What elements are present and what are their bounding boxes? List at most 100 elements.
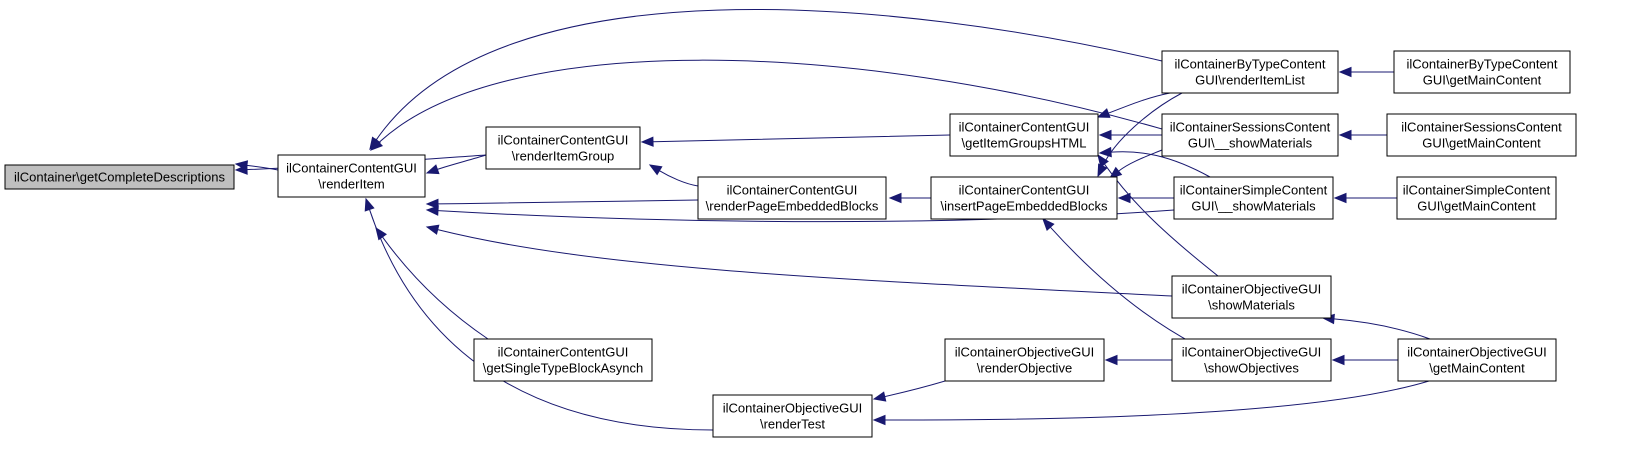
edge-arrowhead: [1338, 129, 1352, 141]
node-label-line: \renderPageEmbeddedBlocks: [706, 199, 879, 214]
node-label-line: ilContainerSimpleContent: [1180, 183, 1328, 198]
node-label-line: ilContainerContentGUI: [959, 183, 1090, 198]
edge-objectiveGetMainContent-to-objectiveShowMaterials: [1321, 313, 1431, 340]
node-getSingleTypeBlockAsynch[interactable]: ilContainerContentGUI\getSingleTypeBlock…: [473, 338, 653, 382]
node-box: [1171, 275, 1332, 319]
nodes-layer: ilContainer\getCompleteDescriptions ilCon…: [4, 50, 1577, 438]
edge-objectiveGetMainContent-to-renderTest: [872, 380, 1430, 426]
node-label-line: ilContainerSessionsContent: [1401, 120, 1562, 135]
edge-renderItemGroup-to-renderItem: [425, 154, 487, 175]
edge-byTypeRenderItemList-to-insertPageEmbeddedBlocks: [1097, 92, 1183, 178]
edge-arrowhead: [1108, 166, 1123, 179]
edge-arrowhead: [1097, 163, 1108, 178]
edge-sessionsShowMaterials-to-insertPageEmbeddedBlocks: [1108, 149, 1163, 179]
node-label-line: ilContainerByTypeContent: [1406, 57, 1557, 72]
edge-arrowhead: [1096, 108, 1111, 118]
node-renderPageEmbeddedBlocks[interactable]: ilContainerContentGUI\renderPageEmbedded…: [697, 176, 887, 220]
edge-arrowhead: [648, 164, 663, 176]
node-label-line: GUI\getMainContent: [1417, 199, 1536, 214]
node-label-line: ilContainerContentGUI: [498, 133, 629, 148]
node-label-line: GUI\__showMaterials: [1188, 136, 1313, 151]
edge-getItemGroupsHTML-to-renderItemGroup: [640, 134, 951, 147]
edge-byTypeRenderItemList-to-getItemGroupsHTML: [1096, 92, 1171, 118]
node-label-line: GUI\getMainContent: [1422, 136, 1541, 151]
edge-arrowhead: [1104, 354, 1118, 366]
node-objectiveShowMaterials[interactable]: ilContainerObjectiveGUI\showMaterials: [1171, 275, 1332, 319]
edge-renderObjective-to-renderTest: [872, 380, 946, 402]
node-label-line: \renderObjective: [977, 361, 1072, 376]
edge-arrowhead: [640, 136, 654, 147]
edge-arrowhead: [364, 197, 375, 212]
node-box: [712, 394, 873, 438]
node-label-line: ilContainerSessionsContent: [1170, 120, 1331, 135]
node-label-line: ilContainerObjectiveGUI: [955, 345, 1094, 360]
node-label-line: \showObjectives: [1204, 361, 1299, 376]
edge-arrowhead: [375, 226, 387, 241]
node-label-line: GUI\__showMaterials: [1191, 199, 1316, 214]
node-label-line: ilContainer\getCompleteDescriptions: [14, 170, 225, 185]
node-byTypeGetMainContent[interactable]: ilContainerByTypeContentGUI\getMainConte…: [1393, 50, 1571, 94]
node-label-line: \renderItem: [318, 177, 384, 192]
edge-getSingleTypeBlockAsynch-to-renderItem: [375, 226, 489, 340]
node-label-line: \renderTest: [760, 417, 825, 432]
node-insertPageEmbeddedBlocks[interactable]: ilContainerContentGUI\insertPageEmbedded…: [930, 176, 1118, 220]
node-box: [1161, 50, 1339, 94]
node-sessionsGetMainContent[interactable]: ilContainerSessionsContentGUI\getMainCon…: [1386, 113, 1577, 157]
node-label-line: \insertPageEmbeddedBlocks: [941, 199, 1108, 214]
node-box: [1386, 113, 1577, 157]
edge-byTypeGetMainContent-to-byTypeRenderItemList: [1338, 66, 1394, 78]
edge-arrowhead: [425, 224, 440, 235]
edge-arrowhead: [425, 205, 439, 216]
node-simpleGetMainContent[interactable]: ilContainerSimpleContentGUI\getMainConte…: [1396, 176, 1557, 220]
node-label-line: ilContainerObjectiveGUI: [1182, 345, 1321, 360]
node-box: [485, 126, 641, 170]
edge-arrowhead: [1117, 192, 1131, 204]
edge-arrowhead: [234, 164, 248, 175]
node-box: [949, 113, 1099, 157]
node-label-line: ilContainerByTypeContent: [1174, 57, 1325, 72]
node-label-line: ilContainerContentGUI: [498, 345, 629, 360]
node-label-line: ilContainerSimpleContent: [1403, 183, 1551, 198]
edge-arrowhead: [1097, 153, 1109, 168]
edge-renderTest-to-renderItem: [364, 197, 714, 431]
node-label-line: ilContainerObjectiveGUI: [1407, 345, 1546, 360]
node-renderObjective[interactable]: ilContainerObjectiveGUI\renderObjective: [944, 338, 1105, 382]
node-simpleShowMaterials[interactable]: ilContainerSimpleContentGUI\__showMateri…: [1173, 176, 1334, 220]
edge-arrowhead: [1338, 66, 1352, 78]
edge-arrowhead: [1098, 146, 1112, 158]
node-label-line: \showMaterials: [1208, 298, 1295, 313]
node-showObjectives[interactable]: ilContainerObjectiveGUI\showObjectives: [1171, 338, 1332, 382]
edge-sessionsShowMaterials-to-renderItem: [370, 59, 1163, 151]
node-renderItem[interactable]: ilContainerContentGUI\renderItem: [277, 154, 426, 198]
edge-arrowhead: [1098, 129, 1112, 141]
edge-simpleShowMaterials-to-insertPageEmbeddedBlocks: [1117, 192, 1175, 204]
node-label-line: ilContainerObjectiveGUI: [723, 401, 862, 416]
node-sessionsShowMaterials[interactable]: ilContainerSessionsContentGUI\__showMate…: [1161, 113, 1339, 157]
node-label-line: \getSingleTypeBlockAsynch: [483, 361, 643, 376]
edge-sessionsGetMainContent-to-sessionsShowMaterials: [1338, 129, 1387, 141]
edge-simpleGetMainContent-to-simpleShowMaterials: [1333, 192, 1398, 204]
node-root[interactable]: ilContainer\getCompleteDescriptions: [4, 164, 235, 190]
edge-arrowhead: [425, 198, 439, 210]
node-getItemGroupsHTML[interactable]: ilContainerContentGUI\getItemGroupsHTML: [949, 113, 1099, 157]
edge-arrowhead: [425, 164, 440, 175]
node-box: [1393, 50, 1571, 94]
edge-sessionsShowMaterials-to-getItemGroupsHTML: [1098, 129, 1162, 141]
edge-renderPageEmbeddedBlocks-to-renderItem: [425, 198, 699, 210]
edge-objectiveGetMainContent-to-showObjectives: [1331, 354, 1398, 366]
node-box: [473, 338, 653, 382]
node-box: [1161, 113, 1339, 157]
edge-arrowhead: [1042, 218, 1055, 232]
node-label-line: \getItemGroupsHTML: [962, 136, 1087, 151]
node-label-line: \getMainContent: [1429, 361, 1525, 376]
node-box: [697, 176, 887, 220]
node-objectiveGetMainContent[interactable]: ilContainerObjectiveGUI\getMainContent: [1397, 338, 1557, 382]
node-byTypeRenderItemList[interactable]: ilContainerByTypeContentGUI\renderItemLi…: [1161, 50, 1339, 94]
node-renderItemGroup[interactable]: ilContainerContentGUI\renderItemGroup: [485, 126, 641, 170]
node-renderTest[interactable]: ilContainerObjectiveGUI\renderTest: [712, 394, 873, 438]
edge-arrowhead: [872, 414, 886, 426]
edge-objectiveShowMaterials-to-renderItem: [425, 224, 1173, 297]
edge-showObjectives-to-insertPageEmbeddedBlocks: [1042, 218, 1197, 346]
edge-arrowhead: [370, 138, 383, 151]
